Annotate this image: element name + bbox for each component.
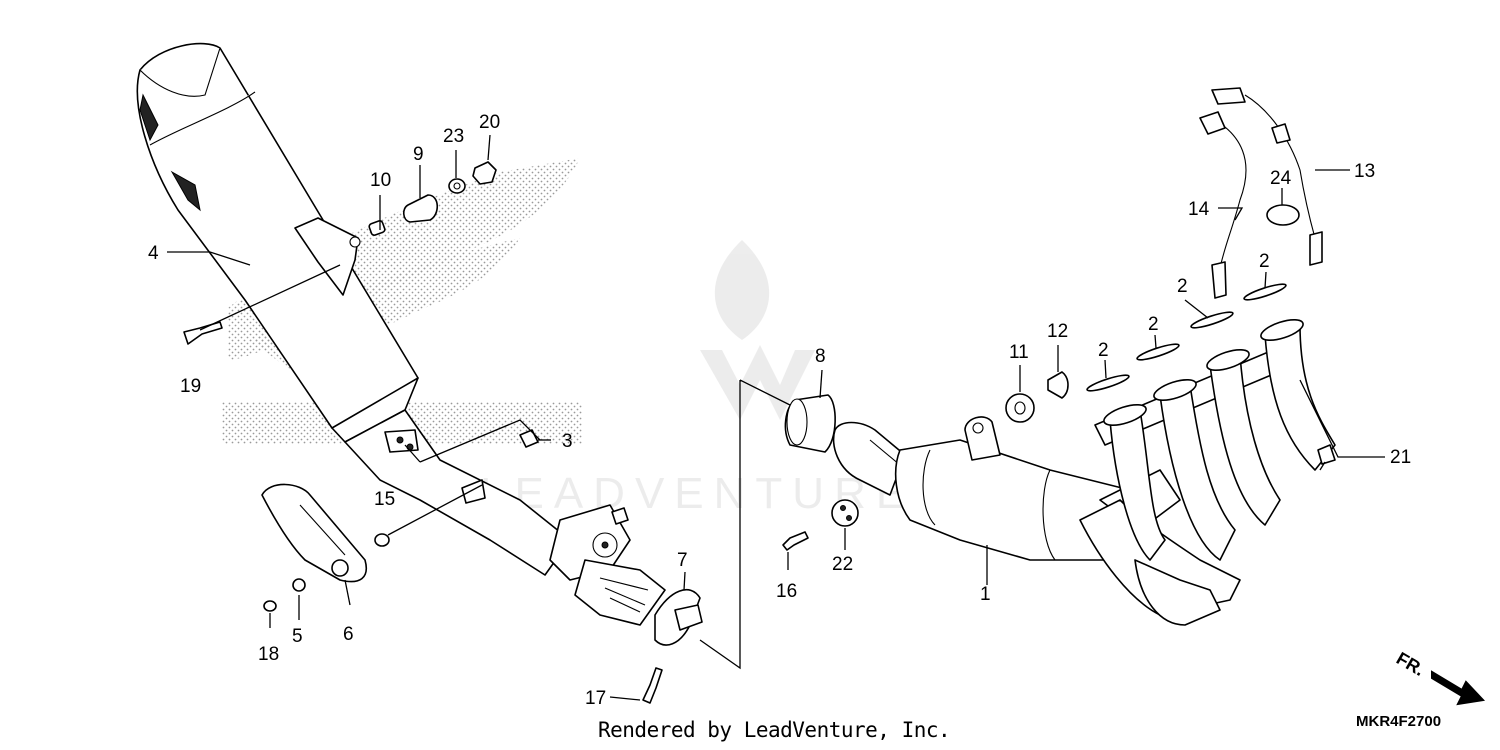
callout-16: 16 [776, 581, 797, 602]
callout-24: 24 [1270, 168, 1292, 189]
exhaust-header-assembly [782, 87, 1336, 626]
callout-numbers: 1 2 2 2 2 3 4 5 6 7 8 9 10 11 12 13 14 1… [148, 112, 1411, 709]
leader-lines [167, 134, 1385, 701]
callout-2: 2 [1259, 251, 1270, 272]
callout-19: 19 [180, 376, 201, 397]
callout-2: 2 [1098, 340, 1109, 361]
callout-5: 5 [292, 626, 303, 647]
callout-17: 17 [585, 688, 606, 709]
callout-6: 6 [343, 624, 354, 645]
callout-1: 1 [980, 584, 991, 605]
muffler-assembly [136, 42, 666, 626]
fr-label: FR. [1393, 648, 1428, 680]
heat-shield [261, 483, 367, 583]
leadventure-watermark: LEADVENTURE [480, 240, 905, 518]
footer-credit: Rendered by LeadVenture, Inc. [598, 718, 951, 742]
callout-7: 7 [677, 550, 688, 571]
diagram-code: MKR4F2700 [1356, 713, 1442, 730]
callout-13: 13 [1354, 161, 1375, 182]
callout-14: 14 [1188, 199, 1210, 220]
left-hardware [183, 161, 703, 704]
callout-11: 11 [1009, 342, 1029, 363]
callout-9: 9 [413, 144, 424, 165]
arrow-icon [1431, 670, 1486, 706]
front-direction-arrow: FR. [1393, 648, 1486, 706]
callout-4: 4 [148, 243, 159, 264]
callout-10: 10 [370, 170, 391, 191]
callout-18: 18 [258, 644, 279, 665]
callout-12: 12 [1047, 321, 1068, 342]
callout-2: 2 [1148, 314, 1159, 335]
callout-21: 21 [1390, 447, 1411, 468]
callout-3: 3 [562, 431, 573, 452]
callout-15: 15 [374, 489, 395, 510]
callout-20: 20 [479, 112, 500, 133]
callout-8: 8 [815, 346, 826, 367]
callout-22: 22 [832, 554, 853, 575]
callout-23: 23 [443, 126, 464, 147]
callout-2: 2 [1177, 276, 1188, 297]
